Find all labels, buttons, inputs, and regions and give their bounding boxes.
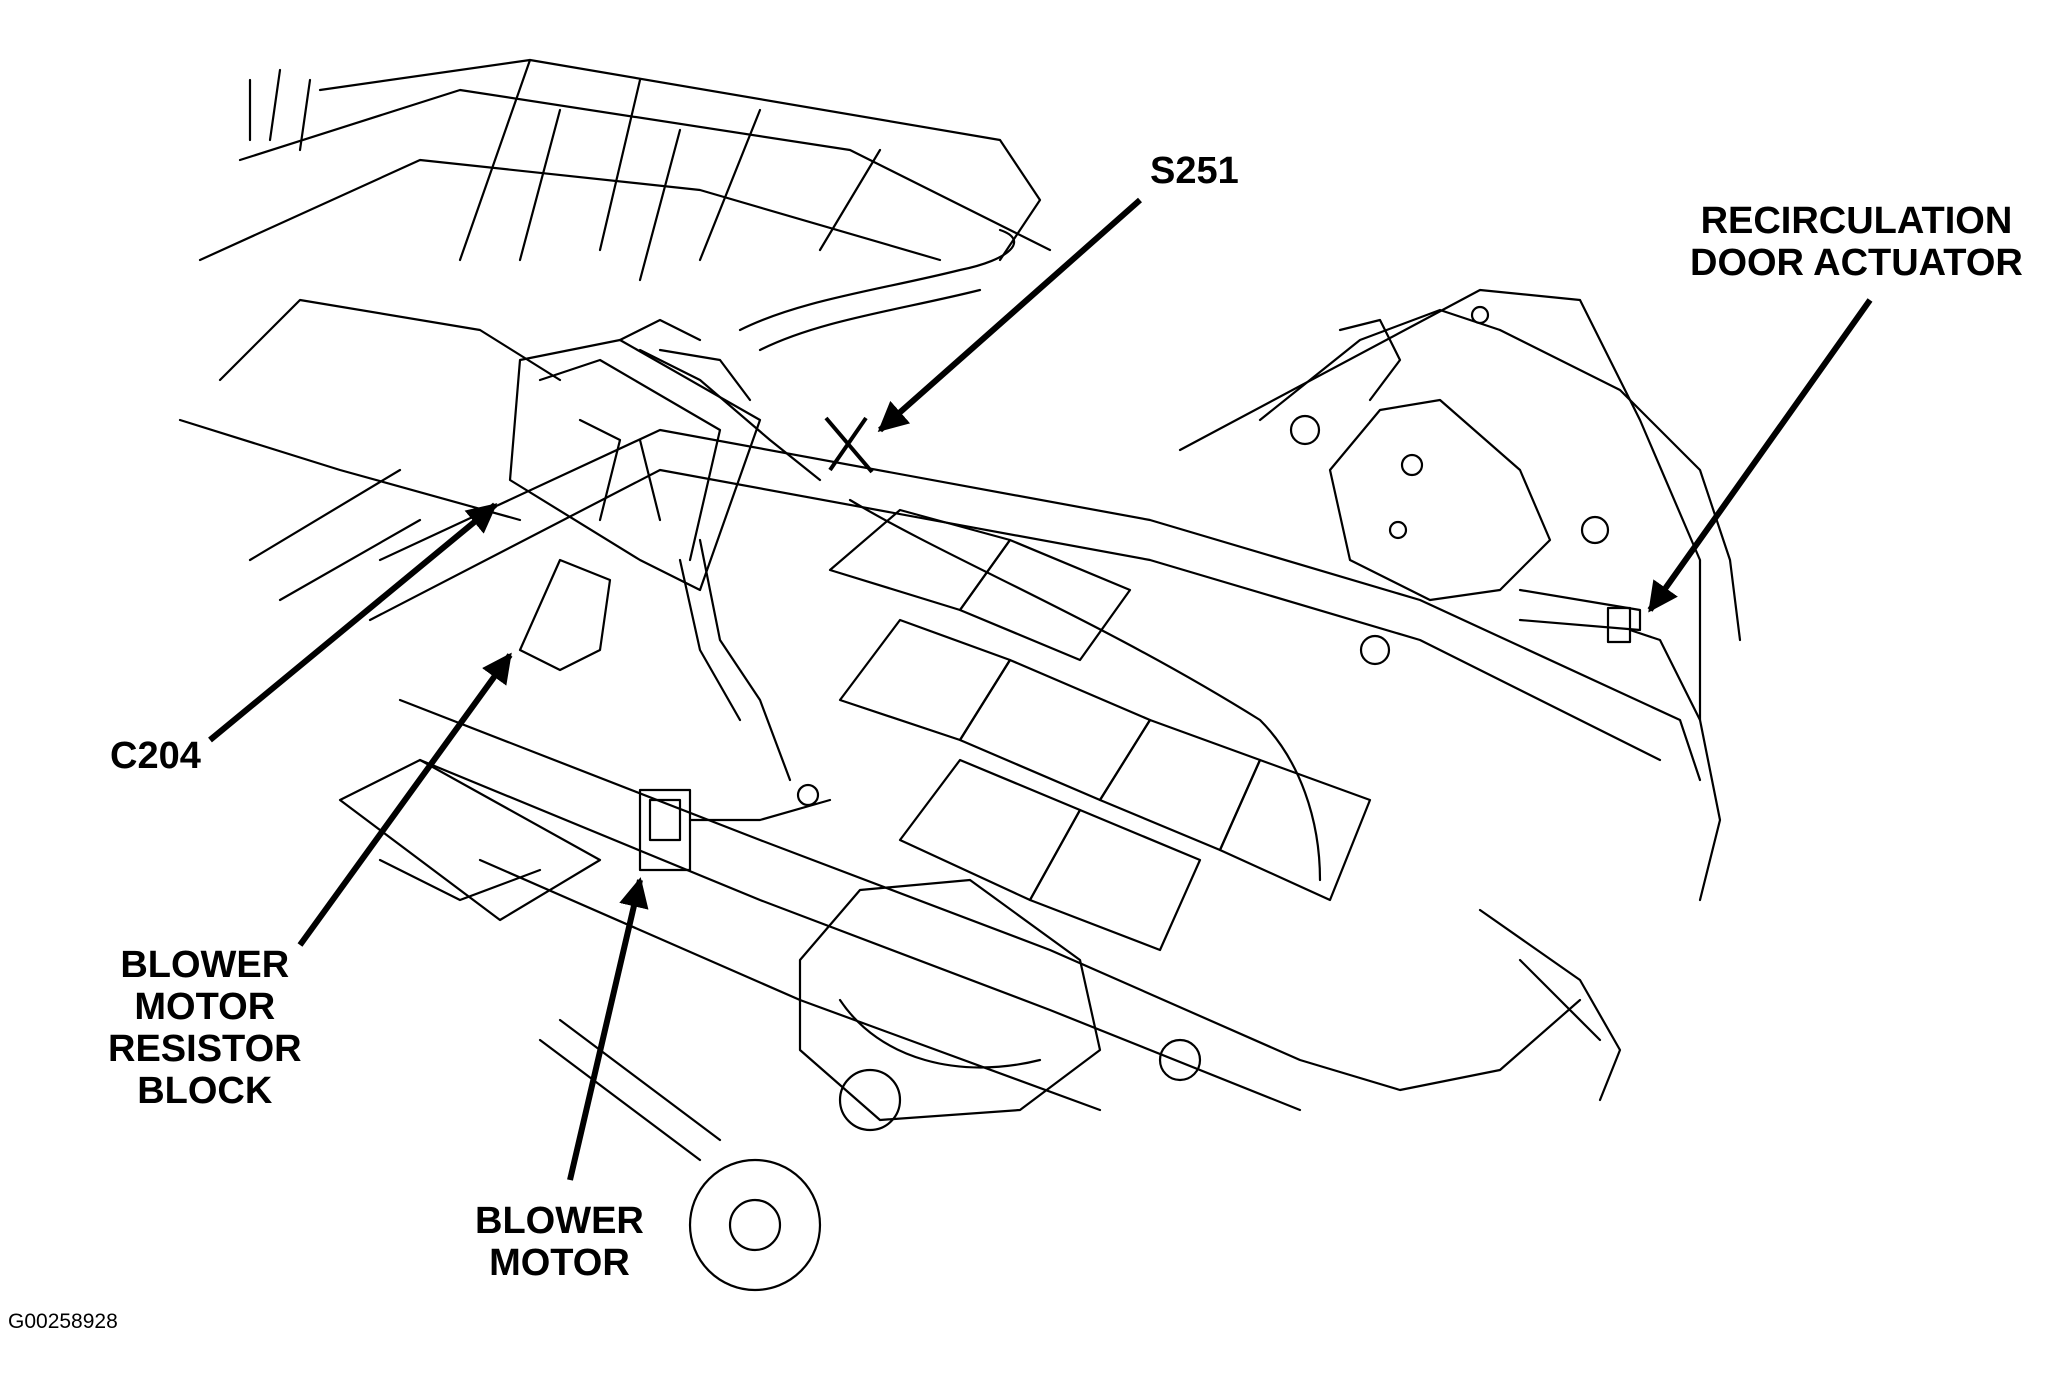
c204-arrow (208, 502, 498, 743)
recirculation-door-actuator-arrow (1647, 298, 1873, 613)
s251-arrow (877, 197, 1142, 433)
blower-motor-resistor-block-label: BLOWER MOTOR RESISTOR BLOCK (108, 944, 302, 1112)
recirculation-door-actuator-line-2: DOOR ACTUATOR (1690, 242, 2023, 284)
blower-motor-label: BLOWER MOTOR (475, 1200, 644, 1284)
s251-label: S251 (1150, 150, 1239, 192)
blower-motor-resistor-block-arrow (297, 652, 513, 947)
blower-motor-line-1: BLOWER (475, 1200, 644, 1242)
resistor-block-line-2: MOTOR (134, 986, 276, 1028)
blower-motor-arrow (567, 877, 649, 1181)
hvac-housing-drawing (178, 58, 1742, 1292)
resistor-block-line-1: BLOWER (120, 944, 290, 986)
s251-splice-mark (824, 416, 874, 474)
recirculation-door-actuator-line-1: RECIRCULATION (1700, 200, 2013, 242)
callout-arrows (208, 197, 1873, 1181)
recirculation-door-actuator-label: RECIRCULATION DOOR ACTUATOR (1690, 200, 2023, 284)
resistor-block-line-4: BLOCK (137, 1070, 273, 1112)
figure-id: G00258928 (8, 1310, 118, 1333)
blower-motor-line-2: MOTOR (489, 1242, 630, 1284)
resistor-block-line-3: RESISTOR (108, 1028, 302, 1070)
c204-label: C204 (110, 735, 201, 777)
